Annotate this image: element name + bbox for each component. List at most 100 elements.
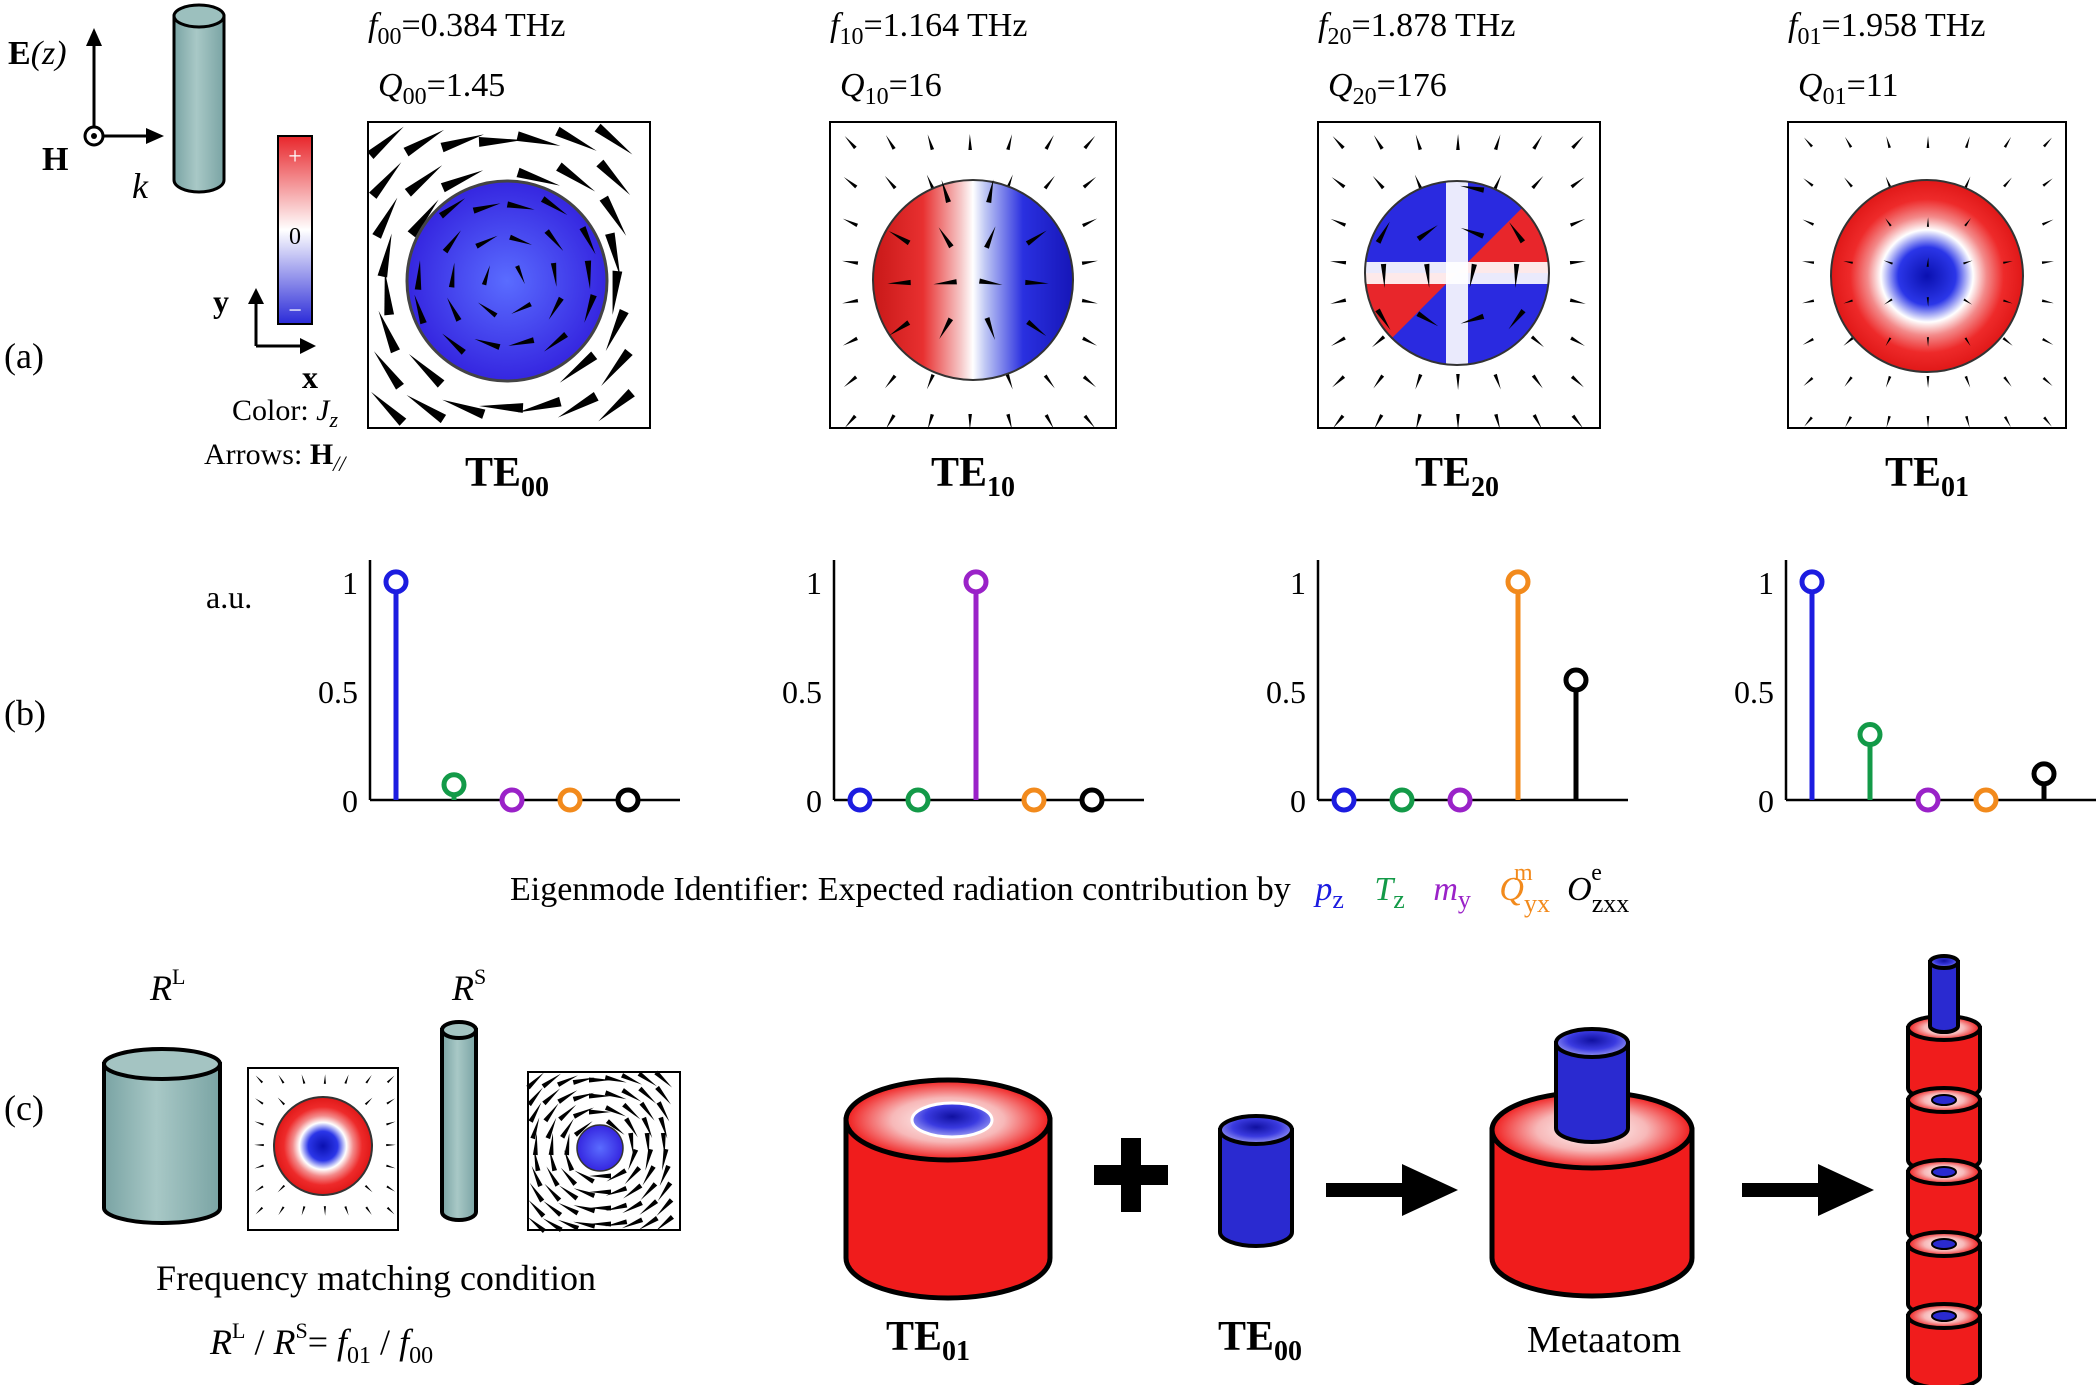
field-arrow xyxy=(657,1181,673,1202)
field-arrow xyxy=(641,1116,653,1139)
field-arrow xyxy=(549,1149,558,1172)
field-arrow xyxy=(927,134,935,151)
cylinder-icon xyxy=(172,3,226,194)
field-arrow xyxy=(386,1098,396,1105)
stack-core xyxy=(1931,1166,1957,1178)
stem-chart-3: 00.51 xyxy=(1734,560,2096,819)
field-arrow xyxy=(968,413,972,430)
field-arrow xyxy=(564,1133,570,1156)
field-arrow xyxy=(323,1206,326,1216)
field-arrow xyxy=(544,229,564,251)
stem-marker xyxy=(847,787,873,813)
field-arrow xyxy=(628,1148,639,1171)
field-arrow xyxy=(278,1074,285,1084)
field-arrow xyxy=(584,294,597,323)
field-arrow xyxy=(889,320,911,336)
field-arrow xyxy=(601,348,633,387)
field-arrow xyxy=(589,1221,611,1227)
field-arrow xyxy=(560,1167,578,1186)
field-arrow xyxy=(1333,414,1345,429)
field-arrow xyxy=(1081,260,1098,265)
y-tick-label: 0.5 xyxy=(318,674,358,710)
field-arrow xyxy=(1330,298,1347,304)
field-arrow xyxy=(544,1183,562,1202)
field-arrow xyxy=(517,396,562,413)
field-arrow xyxy=(645,1148,654,1171)
field-arrow xyxy=(516,131,561,146)
field-arrow xyxy=(386,1075,395,1084)
field-arrow xyxy=(844,414,857,429)
te01-label: TE01 xyxy=(886,1314,970,1367)
field-arrow xyxy=(1926,415,1930,428)
field-arrow xyxy=(1964,337,1971,347)
field-arrow xyxy=(548,1133,554,1156)
stem-marker xyxy=(2031,761,2057,787)
y-tick-label: 0 xyxy=(806,783,822,819)
field-arrow xyxy=(1456,134,1460,151)
field-arrow xyxy=(2042,178,2053,187)
stem-marker xyxy=(1799,569,1825,595)
field-arrow xyxy=(605,1119,625,1135)
field-arrow xyxy=(1081,298,1098,304)
field-arrow xyxy=(2041,261,2054,265)
stack-core xyxy=(1931,1094,1957,1106)
field-arrow xyxy=(1843,261,1853,264)
field-arrow xyxy=(1331,336,1346,347)
field-arrow xyxy=(1844,136,1853,148)
eigenmode-identifier: Eigenmode Identifier: Expected radiation… xyxy=(510,851,1629,918)
field-arrow xyxy=(474,338,501,350)
field-arrow xyxy=(579,226,596,255)
field-arrow xyxy=(1532,135,1543,150)
field-arrow xyxy=(1802,299,1815,304)
field-arrow xyxy=(622,1200,643,1214)
field-arrow xyxy=(1460,313,1485,324)
field-arrow xyxy=(378,310,400,354)
field-arrow xyxy=(1005,373,1013,390)
field-arrow xyxy=(440,134,484,153)
stack-disk xyxy=(1906,1314,1982,1385)
stack-top-core-cap xyxy=(1928,954,1960,970)
field-arrow xyxy=(2003,136,2012,148)
field-arrow xyxy=(589,1077,611,1083)
mode-quality-factor: Q10=16 xyxy=(840,67,942,110)
field-arrow xyxy=(842,336,858,346)
y-tick-label: 0.5 xyxy=(1734,674,1774,710)
field-arrow xyxy=(564,1149,575,1172)
field-arrow xyxy=(408,354,445,388)
field-arrow xyxy=(277,1097,286,1106)
field-arrow xyxy=(1886,415,1891,428)
field-arrow xyxy=(986,179,994,203)
field-arrow xyxy=(1926,257,1929,267)
field-arrow xyxy=(1082,336,1098,346)
field-arrow xyxy=(1964,218,1971,227)
field-arrow xyxy=(1569,218,1586,227)
field-arrow xyxy=(1493,373,1501,390)
field-arrow xyxy=(1415,413,1422,430)
mode-map-te00 xyxy=(367,121,651,429)
field-arrow xyxy=(529,1182,545,1203)
field-arrow xyxy=(1802,261,1815,265)
frequency-matching-equation: RL / RS= f01 / f00 xyxy=(209,1318,433,1369)
field-arrow xyxy=(656,1101,670,1122)
field-arrow xyxy=(386,1185,396,1192)
field-arrow xyxy=(1424,263,1430,288)
field-arrow xyxy=(1043,175,1055,190)
field-arrow xyxy=(1926,297,1929,307)
field-arrow xyxy=(589,1173,611,1179)
field-arrow xyxy=(1509,222,1526,244)
mode-title: TE01 xyxy=(1885,450,1969,503)
field-arrow xyxy=(885,135,896,150)
field-arrow xyxy=(622,1102,641,1120)
field-arrow xyxy=(1803,178,1814,187)
mode-map-te10 xyxy=(829,121,1117,430)
field-arrow xyxy=(344,1206,349,1216)
stem-chart-1: 00.51 xyxy=(782,560,1144,819)
stem-marker xyxy=(1389,787,1415,813)
field-arrow xyxy=(1845,416,1853,428)
field-arrow xyxy=(1043,374,1055,389)
field-arrow xyxy=(1332,375,1346,388)
field-arrow xyxy=(414,260,422,290)
stem-marker xyxy=(963,569,989,595)
field-arrow xyxy=(1965,415,1970,428)
field-arrow xyxy=(1885,218,1892,227)
